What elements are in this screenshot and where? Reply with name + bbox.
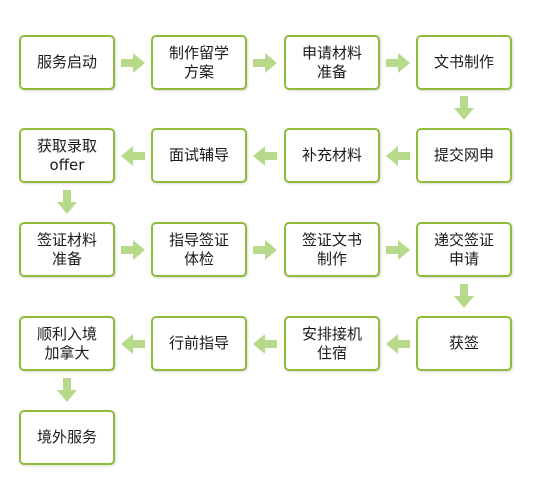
step-service-start: 服务启动 (19, 35, 115, 90)
step-supplement-materials: 补充材料 (284, 128, 380, 183)
arrow-left-icon (386, 334, 410, 354)
step-pre-departure-guidance: 行前指导 (151, 316, 247, 371)
arrow-left-icon (253, 146, 277, 166)
step-study-plan: 制作留学 方案 (151, 35, 247, 90)
step-interview-coaching: 面试辅导 (151, 128, 247, 183)
arrow-down-icon (57, 378, 77, 402)
step-application-materials: 申请材料 准备 (284, 35, 380, 90)
arrow-left-icon (121, 146, 145, 166)
arrow-right-icon (121, 240, 145, 260)
step-visa-medical-guidance: 指导签证 体检 (151, 222, 247, 277)
step-visa-materials: 签证材料 准备 (19, 222, 115, 277)
arrow-down-icon (454, 96, 474, 120)
step-document-writing: 文书制作 (416, 35, 512, 90)
arrow-right-icon (253, 240, 277, 260)
step-enter-canada: 顺利入境 加拿大 (19, 316, 115, 371)
arrow-left-icon (386, 146, 410, 166)
arrow-right-icon (121, 53, 145, 73)
arrow-right-icon (386, 53, 410, 73)
step-airport-pickup-housing: 安排接机 住宿 (284, 316, 380, 371)
step-visa-documents: 签证文书 制作 (284, 222, 380, 277)
arrow-down-icon (57, 190, 77, 214)
step-receive-offer: 获取录取 offer (19, 128, 115, 183)
arrow-left-icon (121, 334, 145, 354)
arrow-left-icon (253, 334, 277, 354)
step-visa-granted: 获签 (416, 316, 512, 371)
step-submit-visa-application: 递交签证 申请 (416, 222, 512, 277)
arrow-down-icon (454, 284, 474, 308)
step-overseas-service: 境外服务 (19, 410, 115, 465)
arrow-right-icon (386, 240, 410, 260)
arrow-right-icon (253, 53, 277, 73)
step-submit-online-application: 提交网申 (416, 128, 512, 183)
